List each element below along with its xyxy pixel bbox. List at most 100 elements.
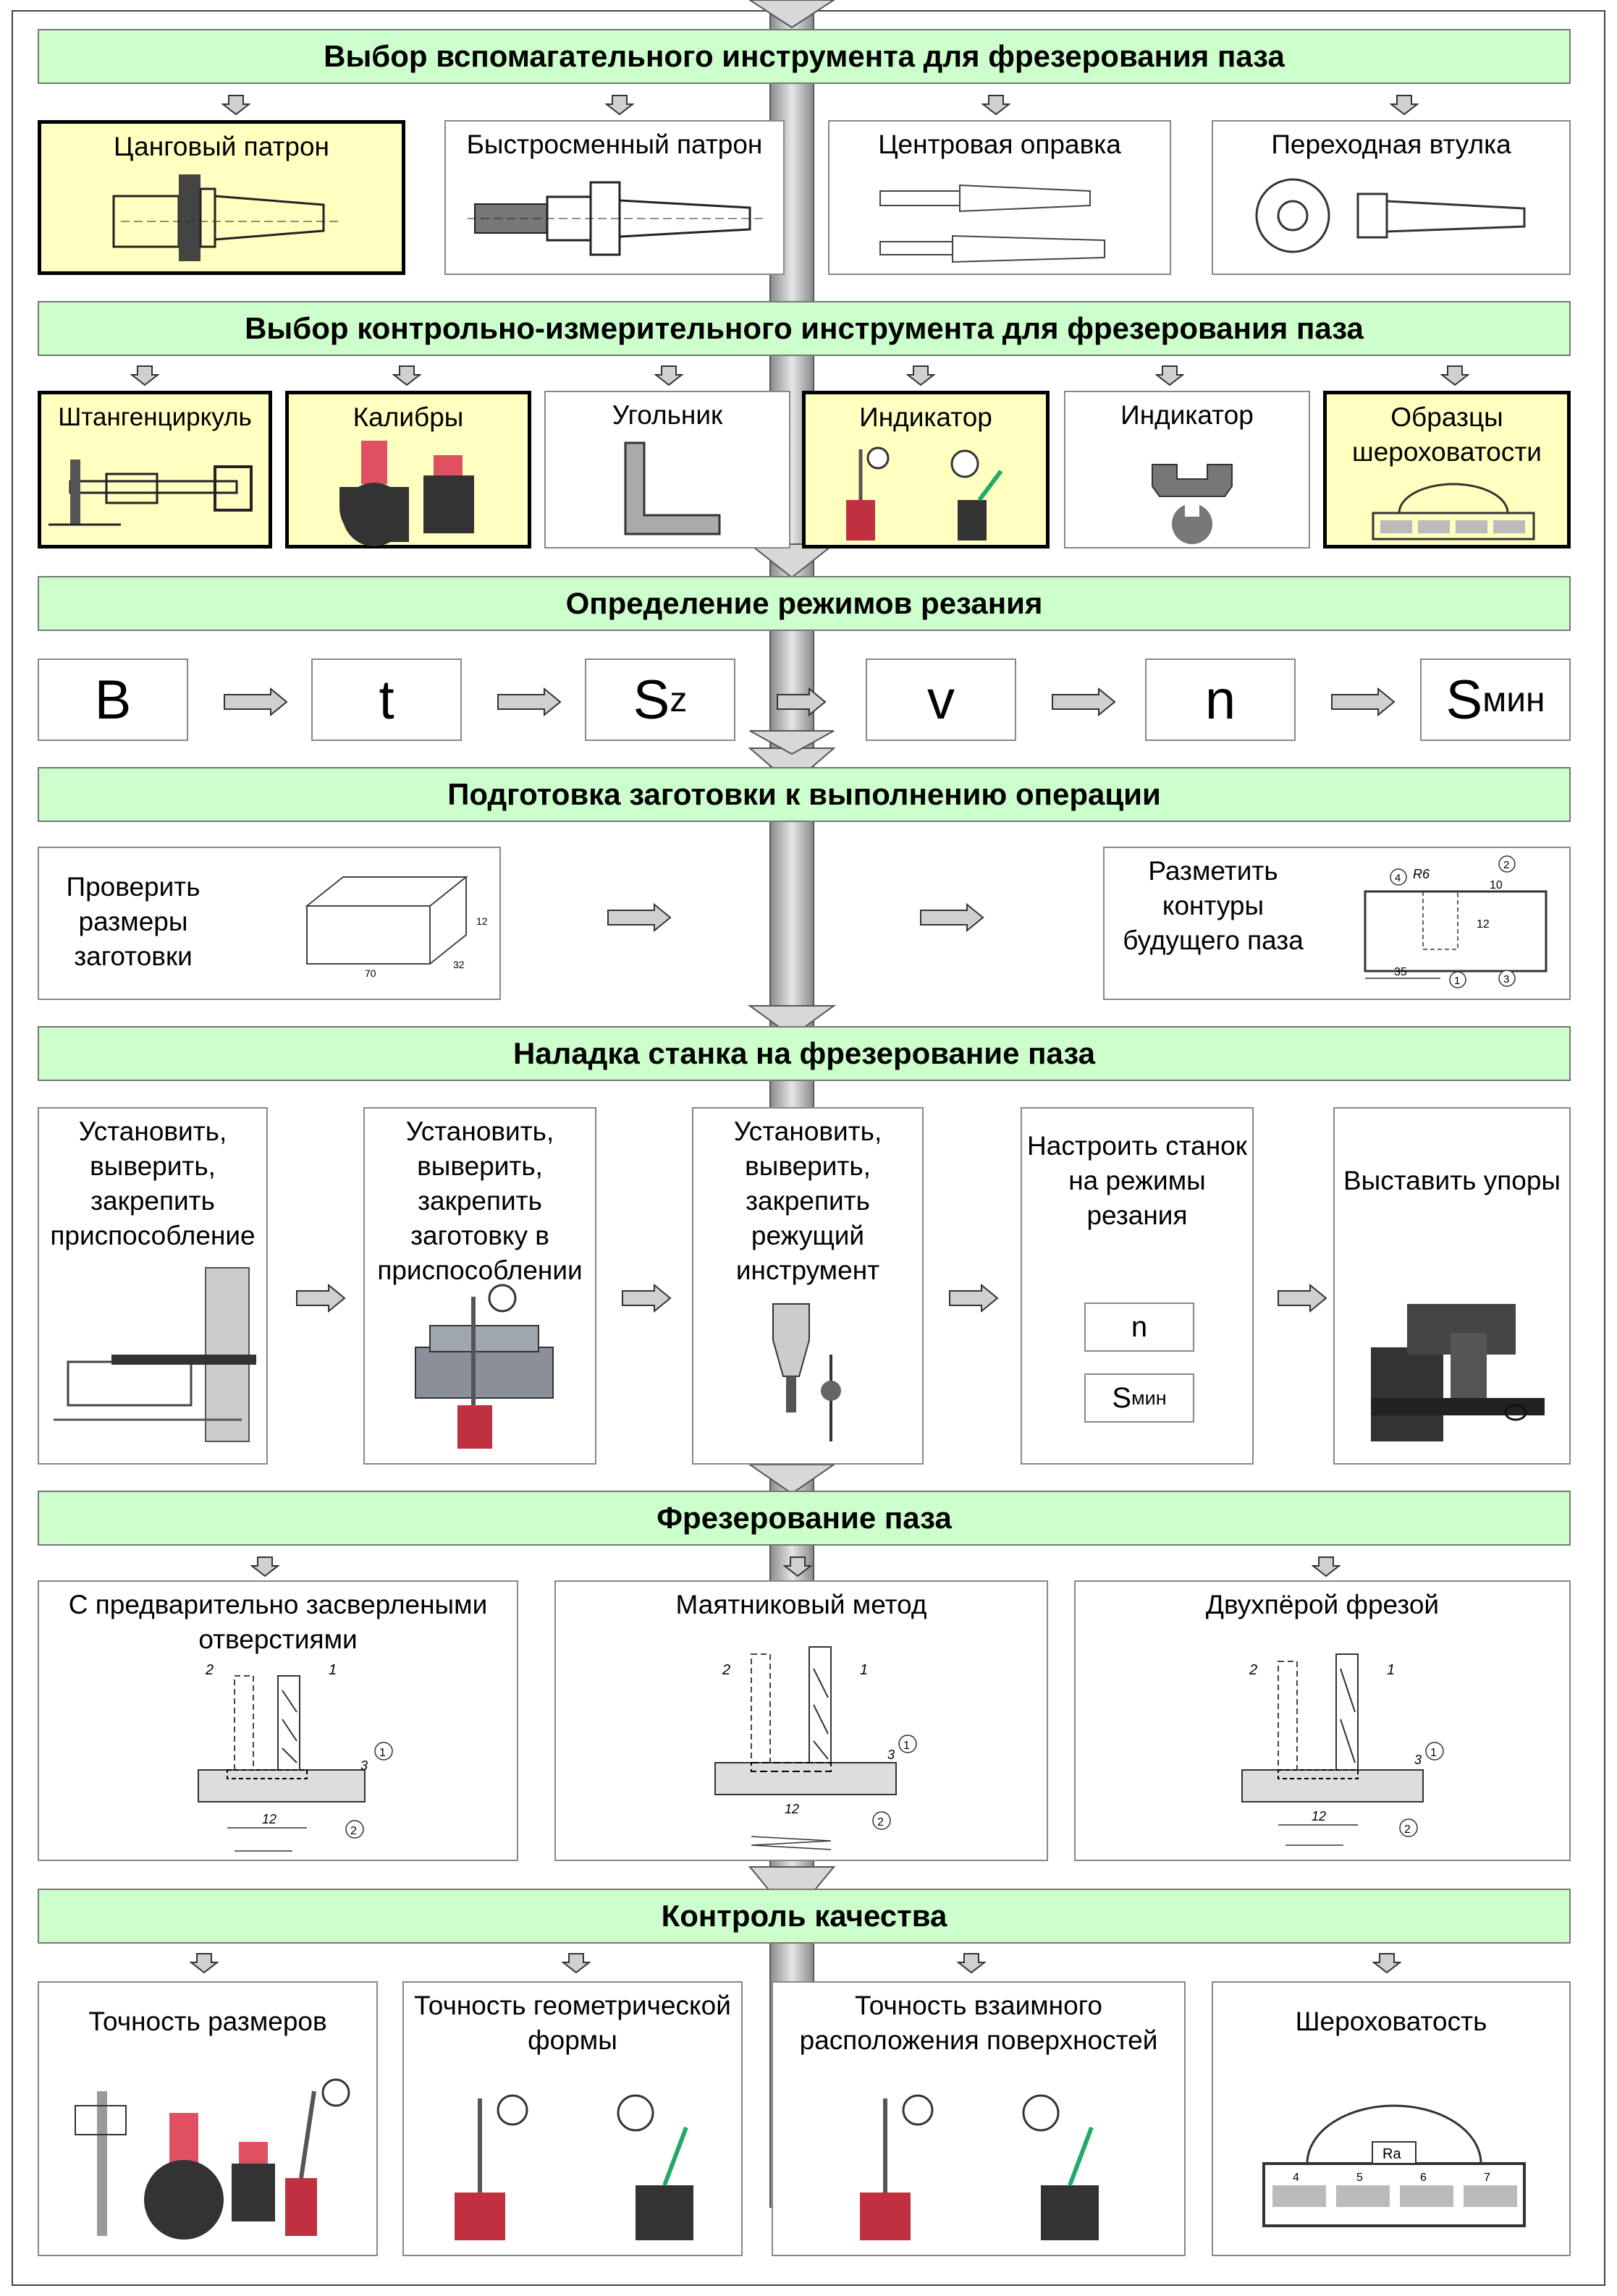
measuring-tool-label: Индикатор bbox=[1120, 400, 1254, 430]
blank-dim-height: 12 bbox=[476, 915, 488, 927]
marker-3: 3 bbox=[1503, 973, 1509, 986]
predrilled-slot-drawing: 2 1 12 3 1 2 bbox=[198, 1662, 393, 1852]
param-sz-main: S bbox=[633, 669, 670, 731]
slot-template-icon bbox=[1152, 464, 1233, 544]
setup-param-smin-main: S bbox=[1112, 1381, 1132, 1414]
roughness-grade: 7 bbox=[1484, 2172, 1490, 2184]
measuring-tool-label: Индикатор bbox=[859, 402, 992, 432]
down-arrow-icon bbox=[1440, 365, 1469, 386]
down-arrow-icon bbox=[906, 365, 935, 386]
blank-mark-label: Разметить контуры будущего паза bbox=[1123, 856, 1304, 955]
slot-depth-label: 3 bbox=[887, 1748, 895, 1762]
aux-tool-label: Центровая оправка bbox=[878, 130, 1121, 159]
setup-param-n-text: n bbox=[1131, 1310, 1148, 1343]
fixture-photo-icon bbox=[54, 1267, 256, 1442]
right-arrow-icon bbox=[622, 1284, 672, 1313]
param-n: n bbox=[1204, 669, 1236, 731]
down-arrow-icon bbox=[221, 95, 250, 116]
quality-check-label: Точность геометрической формы bbox=[414, 1991, 731, 2055]
section-header-blank-prep: Подготовка заготовки к выполнению операц… bbox=[38, 767, 1571, 822]
two-flute-slot-drawing: 2 1 12 3 1 2 bbox=[1241, 1653, 1444, 1846]
roughness-sample-board-icon: Ra 4 5 6 7 bbox=[1262, 2104, 1526, 2227]
quality-check-label: Точность размеров bbox=[88, 2007, 327, 2036]
tool2-label: 2 bbox=[205, 1662, 214, 1678]
setup-step-label: Выставить упоры bbox=[1343, 1166, 1561, 1195]
section-header-cutting-modes: Определение режимов резания bbox=[38, 576, 1571, 631]
section-header-milling: Фрезерование паза bbox=[38, 1491, 1571, 1546]
aux-tool-card-collet[interactable]: Цанговый патрон bbox=[38, 120, 405, 275]
right-arrow-icon bbox=[777, 687, 827, 716]
milling-method-label: С предварительно засверлеными отверстиям… bbox=[68, 1590, 488, 1654]
vise-indicator-icon bbox=[415, 1284, 554, 1449]
setup-step-label: Настроить станок на режимы резания bbox=[1027, 1131, 1247, 1230]
down-arrow-icon bbox=[130, 365, 159, 386]
setup-step-cutter: Установить, выверить, закрепить режущий … bbox=[692, 1107, 924, 1465]
down-arrow-icon bbox=[783, 1556, 812, 1577]
right-arrow-icon bbox=[1052, 687, 1116, 716]
slot-width-label: 12 bbox=[262, 1812, 276, 1826]
down-arrow-icon bbox=[1312, 1556, 1341, 1577]
quality-check-label: Шероховатость bbox=[1295, 2007, 1487, 2036]
down-arrow-icon bbox=[1155, 365, 1184, 386]
aux-tool-card-center-arbor[interactable]: Центровая оправка bbox=[828, 120, 1171, 275]
marking-dim-depth: 10 bbox=[1490, 879, 1503, 891]
param-sz-sub: z bbox=[670, 680, 688, 719]
tool2-label: 2 bbox=[722, 1662, 730, 1678]
section-header-aux-tool: Выбор вспомагательного инструмента для ф… bbox=[38, 29, 1571, 84]
tool1-label: 1 bbox=[860, 1662, 868, 1678]
aux-tool-card-quickchange[interactable]: Быстросменный патрон bbox=[444, 120, 785, 275]
down-arrow-icon bbox=[1390, 95, 1419, 116]
adapter-sleeve-icon bbox=[1255, 178, 1526, 253]
param-v: v bbox=[927, 669, 955, 731]
measuring-tool-card-gauges[interactable]: Калибры bbox=[285, 391, 531, 548]
center-arbor-icon bbox=[879, 184, 1105, 263]
down-arrow-icon bbox=[981, 95, 1010, 116]
measuring-tool-card-square[interactable]: Угольник bbox=[544, 391, 790, 548]
param-smin-sub: мин bbox=[1482, 680, 1545, 719]
measuring-tool-label: Калибры bbox=[352, 402, 464, 432]
marking-dim-offset: 35 bbox=[1394, 966, 1407, 978]
blank-check-label: Проверить размеры заготовки bbox=[66, 872, 200, 971]
quality-check-position: Точность взаимного расположения поверхно… bbox=[772, 1981, 1186, 2256]
setup-step-label: Установить, выверить, закрепить режущий … bbox=[733, 1117, 882, 1285]
pendulum-slot-drawing: 2 1 12 3 1 2 bbox=[714, 1646, 917, 1850]
down-arrow-icon bbox=[654, 365, 683, 386]
right-arrow-icon bbox=[1331, 687, 1396, 716]
section-header-setup: Наладка станка на фрезерование паза bbox=[38, 1026, 1571, 1081]
milling-method-two-flute: Двухпёрой фрезой 2 1 12 3 1 2 bbox=[1074, 1580, 1571, 1861]
right-arrow-icon bbox=[296, 1284, 346, 1313]
down-arrow-icon bbox=[1372, 1953, 1401, 1974]
right-arrow-icon bbox=[607, 903, 672, 932]
measuring-tool-card-indicator-b[interactable]: Индикатор bbox=[1064, 391, 1310, 548]
caliper-icon bbox=[48, 459, 253, 526]
milling-machine-icon bbox=[1371, 1304, 1545, 1441]
tool2-label: 2 bbox=[1249, 1662, 1257, 1678]
blank-dim-length: 70 bbox=[365, 967, 376, 979]
milling-method-label: Маятниковый метод bbox=[675, 1590, 927, 1619]
quality-check-label: Точность взаимного расположения поверхно… bbox=[799, 1991, 1158, 2055]
down-arrow-icon bbox=[605, 95, 634, 116]
down-arrow-icon bbox=[957, 1953, 986, 1974]
gauges-icon bbox=[339, 441, 474, 546]
param-t: t bbox=[379, 669, 394, 731]
section-header-measuring-tool: Выбор контрольно-измерительного инструме… bbox=[38, 301, 1571, 356]
slot-depth-label: 3 bbox=[360, 1758, 368, 1773]
section-header-quality: Контроль качества bbox=[38, 1889, 1571, 1944]
slot-width-label: 12 bbox=[785, 1802, 799, 1816]
mark-2: 2 bbox=[350, 1825, 357, 1837]
roughness-grade: 6 bbox=[1420, 2172, 1427, 2184]
right-arrow-icon bbox=[497, 687, 562, 716]
measuring-tool-card-roughness[interactable]: Образцы шероховатости bbox=[1323, 391, 1571, 548]
quality-check-dimensions: Точность размеров bbox=[38, 1981, 378, 2256]
param-box-b: B bbox=[38, 658, 188, 741]
blank-marking-card: Разметить контуры будущего паза 35 R6 12… bbox=[1103, 847, 1571, 1000]
aux-tool-card-adapter-sleeve[interactable]: Переходная втулка bbox=[1212, 120, 1571, 275]
milling-method-label: Двухпёрой фрезой bbox=[1205, 1590, 1440, 1619]
measuring-tool-card-indicator-a[interactable]: Индикатор bbox=[802, 391, 1050, 548]
marker-4: 4 bbox=[1395, 872, 1401, 884]
measuring-tool-card-caliper[interactable]: Штангенциркуль bbox=[38, 391, 272, 548]
mark-1: 1 bbox=[379, 1747, 386, 1759]
